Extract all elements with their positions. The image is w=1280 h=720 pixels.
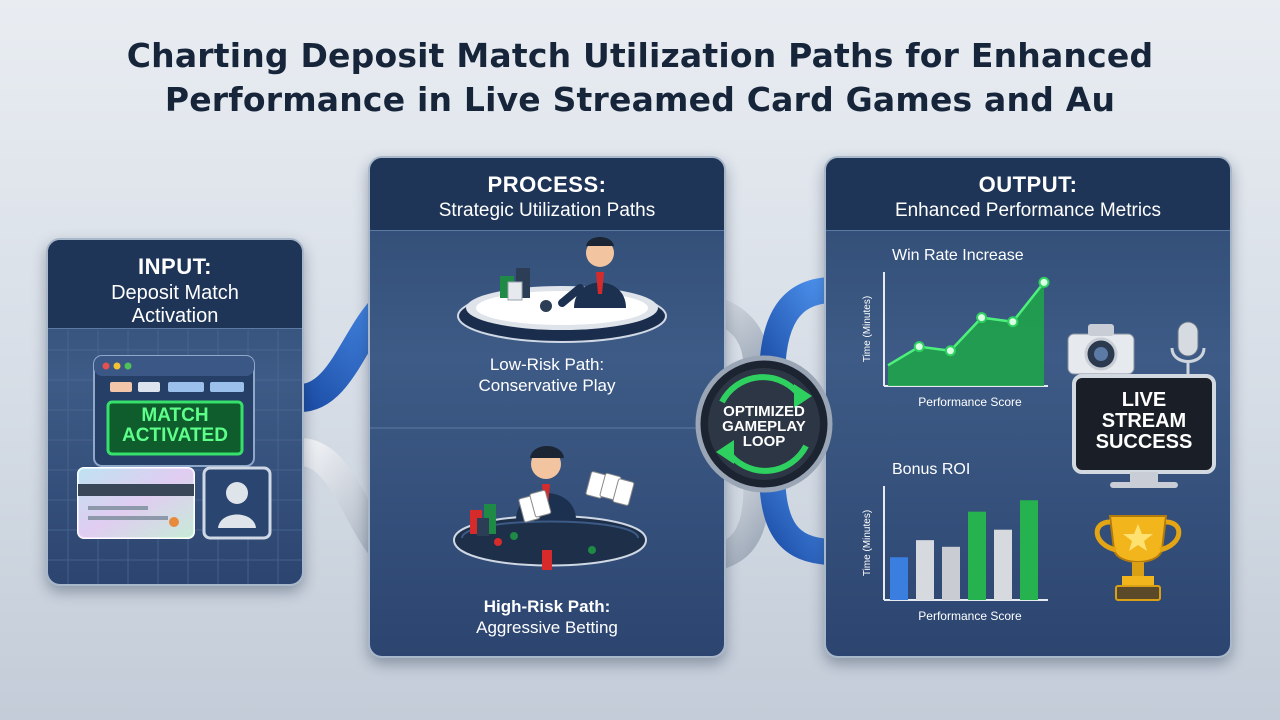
high-risk-desc: Aggressive Betting <box>476 618 618 637</box>
data-point <box>1038 276 1050 288</box>
high-risk-title: High-Risk Path: <box>483 597 611 616</box>
process-heading: PROCESS: <box>487 172 607 197</box>
microphone-icon <box>1170 321 1206 374</box>
data-point <box>1007 316 1019 328</box>
high-risk-label: High-Risk Path: Aggressive Betting <box>370 596 724 638</box>
bar <box>968 511 986 600</box>
bar <box>916 540 934 600</box>
data-point <box>976 312 988 324</box>
arrow-loop-to-roi-chart <box>759 469 832 565</box>
bar <box>942 546 960 600</box>
x-axis-label: Performance Score <box>918 395 1022 409</box>
x-axis-label: Performance Score <box>918 609 1022 623</box>
user-profile-icon <box>202 466 272 540</box>
output-panel: OUTPUT: Enhanced Performance Metrics Win… <box>824 156 1232 658</box>
process-subheading: Strategic Utilization Paths <box>438 200 656 221</box>
bar <box>1020 500 1038 600</box>
chart-title: Win Rate Increase <box>892 247 1024 264</box>
input-subheading-1: Deposit Match <box>111 282 239 304</box>
title-line-1: Charting Deposit Match Utilization Paths… <box>126 36 1154 75</box>
title-line-2: Performance in Live Streamed Card Games … <box>164 80 1116 119</box>
low-risk-desc: Conservative Play <box>478 376 616 395</box>
input-illustration <box>48 330 302 584</box>
badge-line-2: ACTIVATED <box>122 425 228 446</box>
output-heading: OUTPUT: <box>978 172 1078 197</box>
bonus-roi-chart: Bonus ROI Time (Minutes) Performance Score <box>862 461 1048 623</box>
badge-line-1: MATCH <box>141 405 209 426</box>
process-panel: PROCESS: Strategic Utilization Paths <box>368 156 726 658</box>
input-heading: INPUT: <box>138 254 212 279</box>
output-subheading: Enhanced Performance Metrics <box>894 200 1162 221</box>
loop-line-2: GAMEPLAY <box>722 418 806 435</box>
loop-line-1: OPTIMIZED <box>723 403 805 420</box>
series-line <box>887 281 1045 367</box>
monitor-line-1: LIVE <box>1121 389 1167 411</box>
monitor-line-3: SUCCESS <box>1095 431 1193 453</box>
high-risk-table-icon <box>452 446 648 570</box>
browser-window-icon <box>93 355 255 467</box>
output-panel-header: OUTPUT: Enhanced Performance Metrics <box>826 158 1230 231</box>
process-illustration <box>370 237 724 570</box>
bar <box>890 557 908 600</box>
low-risk-table-icon <box>457 237 667 343</box>
data-point <box>944 345 956 357</box>
diagram-title: Charting Deposit Match Utilization Paths… <box>0 34 1280 122</box>
match-activated-badge: MATCH ACTIVATED <box>108 406 242 446</box>
loop-line-3: LOOP <box>742 433 786 450</box>
credit-card-icon <box>77 467 195 539</box>
monitor-screen-text: LIVE STREAM SUCCESS <box>1078 390 1210 453</box>
input-panel: INPUT: Deposit Match Activation <box>46 238 304 586</box>
camera-icon <box>1067 324 1135 375</box>
low-risk-label: Low-Risk Path: Conservative Play <box>370 354 724 396</box>
y-axis-label: Time (Minutes) <box>862 510 873 576</box>
trophy-icon <box>1094 515 1182 601</box>
data-point <box>913 341 925 353</box>
y-axis-label: Time (Minutes) <box>862 296 873 362</box>
loop-label: OPTIMIZED GAMEPLAY LOOP <box>704 404 824 449</box>
low-risk-title: Low-Risk Path: <box>489 355 605 374</box>
bar <box>994 529 1012 600</box>
monitor-line-2: STREAM <box>1101 410 1187 432</box>
arrow-loop-to-win-chart <box>759 277 832 381</box>
process-panel-header: PROCESS: Strategic Utilization Paths <box>370 158 724 231</box>
input-subheading-2: Activation <box>131 305 219 327</box>
input-panel-header: INPUT: Deposit Match Activation <box>48 240 302 329</box>
chart-title: Bonus ROI <box>892 461 970 478</box>
